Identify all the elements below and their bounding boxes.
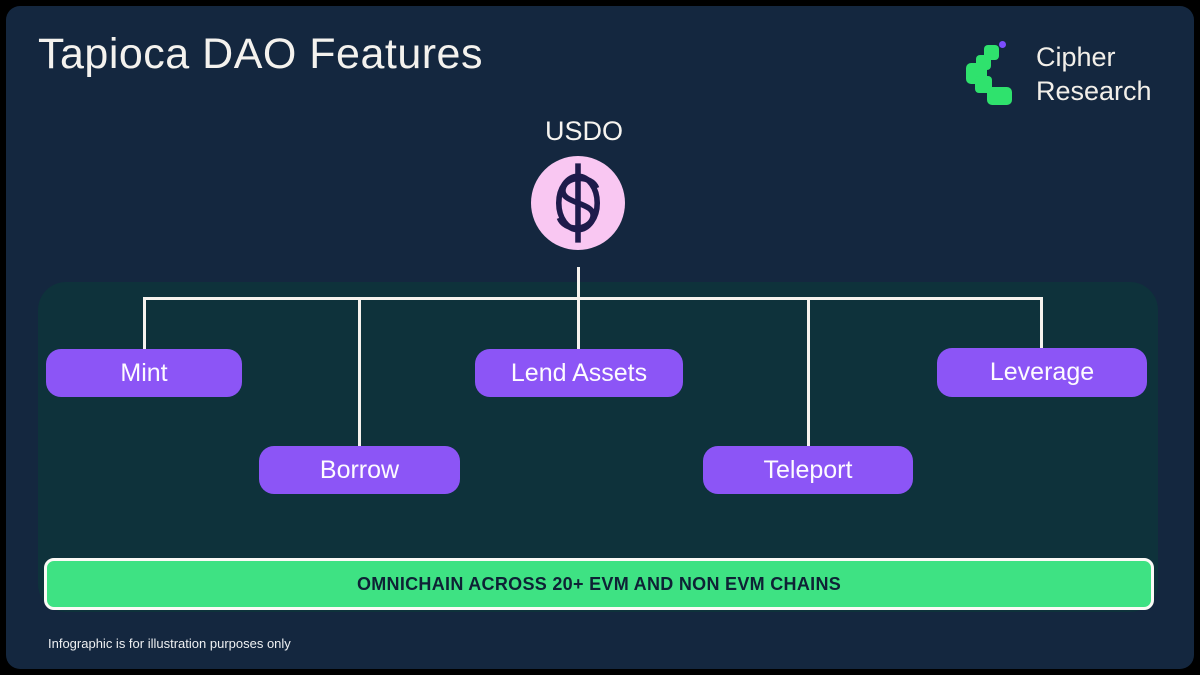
brand-name-line1: Cipher xyxy=(1036,42,1116,72)
feature-pill-teleport: Teleport xyxy=(703,446,913,494)
cipher-research-logo-icon xyxy=(963,36,1025,114)
connector-borrow xyxy=(358,299,361,446)
connector-leverage xyxy=(1040,299,1043,348)
dollar-sign-icon xyxy=(555,163,601,243)
page-title: Tapioca DAO Features xyxy=(38,30,483,78)
connector-teleport xyxy=(807,299,810,446)
features-panel xyxy=(38,282,1158,612)
brand-name: Cipher Research xyxy=(1036,40,1152,108)
omnichain-banner: OMNICHAIN ACROSS 20+ EVM AND NON EVM CHA… xyxy=(44,558,1154,610)
connector-bus xyxy=(143,297,1043,300)
logo-dot xyxy=(999,41,1006,48)
feature-pill-leverage: Leverage xyxy=(937,348,1147,397)
brand-name-line2: Research xyxy=(1036,76,1152,106)
logo-pixel xyxy=(987,87,1012,105)
feature-pill-lend-assets: Lend Assets xyxy=(475,349,683,397)
infographic-background: Tapioca DAO Features Cipher Research USD… xyxy=(6,6,1194,669)
feature-pill-mint: Mint xyxy=(46,349,242,397)
feature-pill-borrow: Borrow xyxy=(259,446,460,494)
footnote: Infographic is for illustration purposes… xyxy=(48,636,291,651)
connector-mint xyxy=(143,299,146,349)
connector-root xyxy=(577,267,580,355)
token-label: USDO xyxy=(544,116,623,146)
usdo-coin-icon xyxy=(531,156,625,250)
